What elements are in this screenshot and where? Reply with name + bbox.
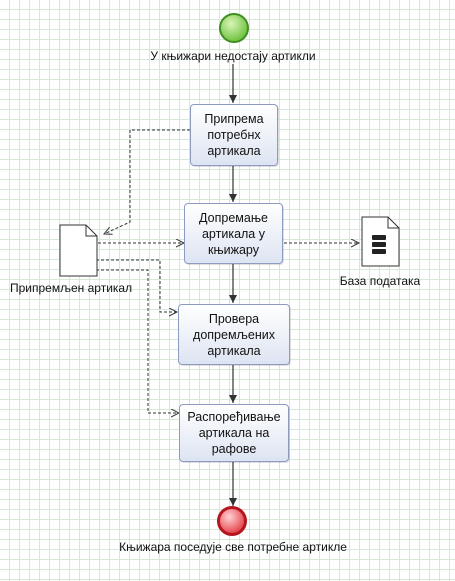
task-arrange-items[interactable]: Распоређивање артикала на рафове [179, 404, 289, 462]
association-t1-to-data-object [104, 129, 190, 234]
task-check-items[interactable]: Провера допремљених артикала [178, 304, 290, 365]
start-event-icon [219, 13, 249, 43]
start-event-label: У књижари недостају артикли [150, 49, 316, 63]
association-data-object-to-t3 [96, 259, 177, 312]
database-icon [361, 216, 400, 267]
database-label: База података [339, 274, 421, 288]
task-deliver-items[interactable]: Допремање артикала у књижару [184, 203, 283, 264]
association-data-object-to-t4 [96, 269, 179, 413]
task-prepare-items[interactable]: Припрема потребнх артикала [190, 104, 278, 166]
data-object-label: Припремљен артикал [10, 281, 133, 295]
data-object-icon [59, 224, 98, 277]
end-event-label: Књижара поседује све потребне артикле [119, 540, 347, 554]
end-event-icon [217, 506, 247, 536]
